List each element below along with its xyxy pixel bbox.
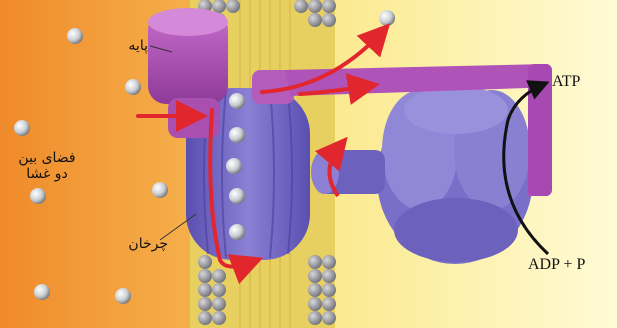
label-intermembrane-line2: دو غشا [8,166,86,182]
label-adp-p: ADP + P [528,256,585,274]
label-rotor: چرخان [108,236,168,252]
proton-matrix [379,10,395,26]
label-intermembrane-space: فضای بین دو غشا [8,150,86,182]
label-atp: ATP [552,73,580,91]
label-base: پایه [100,38,148,54]
label-intermembrane-line1: فضای بین [8,150,86,166]
central-stalk [311,150,385,194]
